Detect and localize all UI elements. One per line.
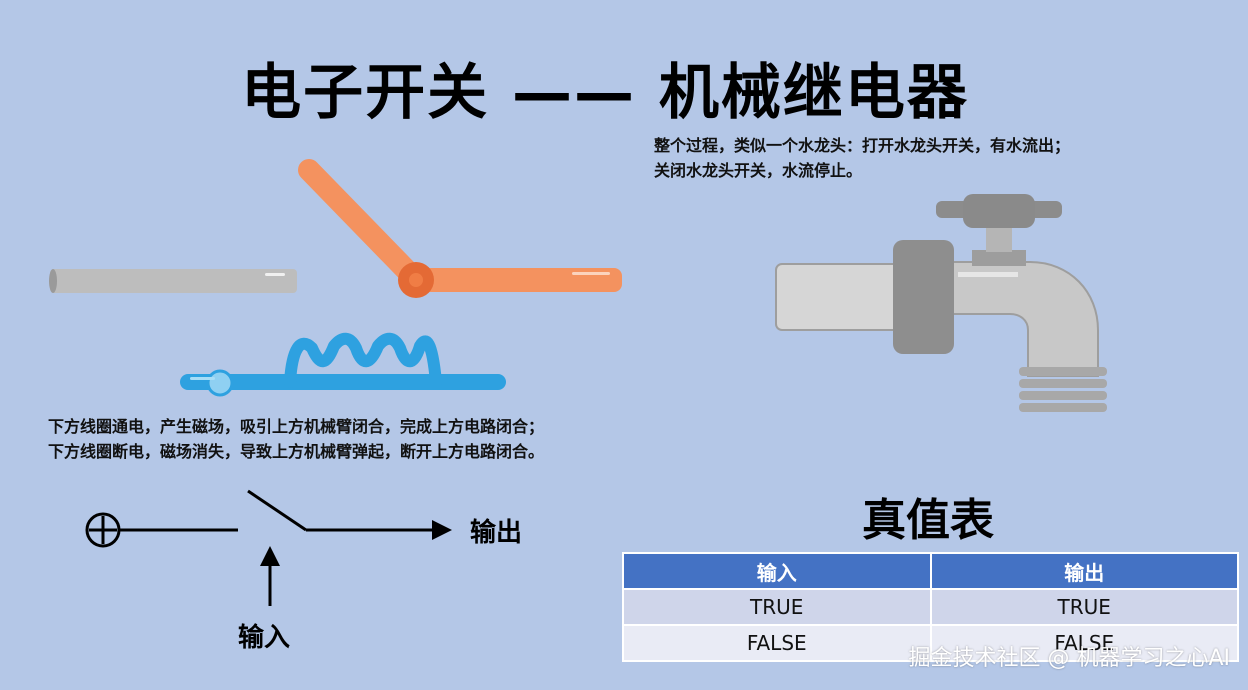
- faucet-description: 整个过程，类似一个水龙头：打开水龙头开关，有水流出； 关闭水龙头开关，水流停止。: [654, 133, 1070, 183]
- truth-table: 输入 输出 TRUE TRUE FALSE FALSE: [622, 552, 1239, 662]
- truth-table-title: 真值表: [862, 495, 994, 546]
- output-label: 输出: [470, 518, 523, 548]
- table-cell: FALSE: [929, 624, 1239, 662]
- faucet-description-line: 整个过程，类似一个水龙头：打开水龙头开关，有水流出；: [654, 136, 1071, 155]
- watermark: 掘金技术社区 @ 机器学习之心AI: [908, 646, 1230, 671]
- output-arrow-icon: [432, 520, 452, 540]
- table-row: TRUE TRUE: [622, 588, 1239, 626]
- electromagnet-coil: [180, 332, 506, 397]
- input-label: 输入: [238, 623, 291, 653]
- header-input: 输入: [622, 552, 932, 590]
- relay-description: 下方线圈通电，产生磁场，吸引上方机械臂闭合，完成上方电路闭合； 下方线圈断电，磁…: [48, 414, 544, 464]
- faucet-icon: [775, 194, 1107, 412]
- fixed-contact-rod: [49, 269, 297, 293]
- table-row: FALSE FALSE: [622, 624, 1239, 662]
- page-title: 电子开关 —— 机械继电器: [241, 58, 969, 128]
- table-cell: TRUE: [622, 588, 932, 626]
- relay-description-line: 下方线圈通电，产生磁场，吸引上方机械臂闭合，完成上方电路闭合；: [48, 417, 545, 436]
- table-cell: FALSE: [622, 624, 932, 662]
- relay-description-line: 下方线圈断电，磁场消失，导致上方机械臂弹起，断开上方电路闭合。: [48, 442, 545, 461]
- table-cell: TRUE: [929, 588, 1239, 626]
- header-output: 输出: [929, 552, 1239, 590]
- movable-arm: [298, 159, 622, 298]
- faucet-description-line: 关闭水龙头开关，水流停止。: [654, 161, 863, 180]
- switch-symbol: [85, 489, 452, 606]
- input-arrow-icon: [260, 546, 280, 566]
- table-header-row: 输入 输出: [622, 552, 1239, 590]
